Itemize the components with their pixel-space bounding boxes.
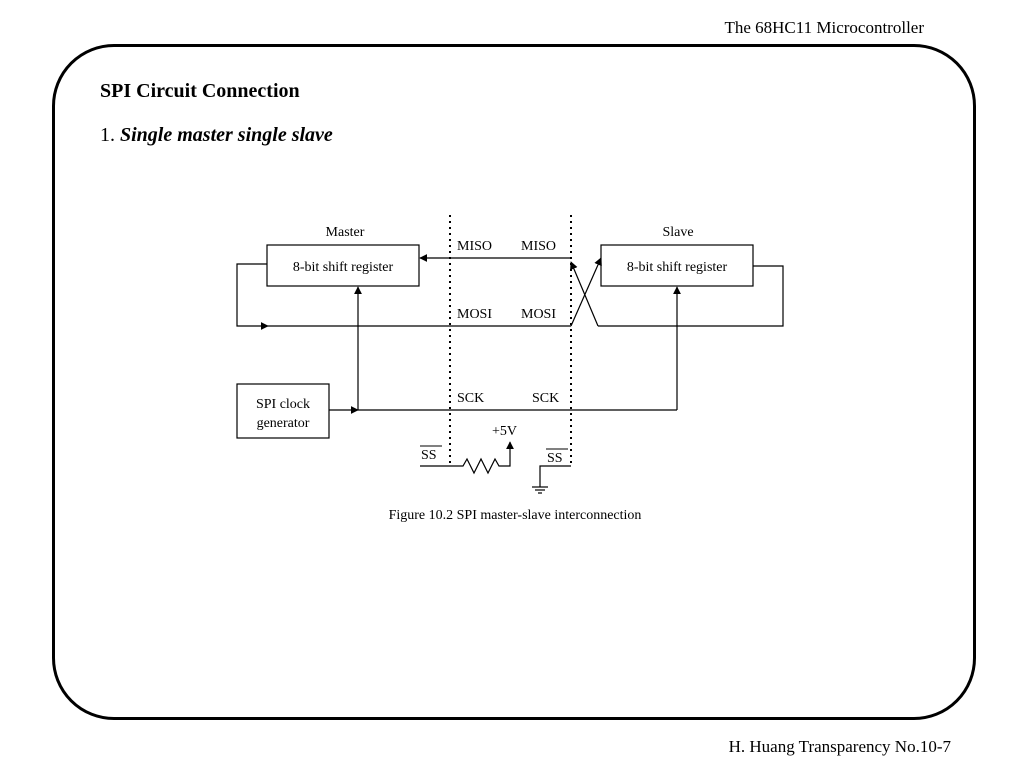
miso-slave-label: MISO — [521, 239, 556, 254]
subtitle-text: Single master single slave — [120, 124, 333, 146]
mosi-cross-to-slave-input — [570, 257, 602, 327]
mosi-master-label: MOSI — [457, 307, 492, 322]
slave-register-label: 8-bit shift register — [627, 260, 728, 275]
subtitle-number: 1. — [100, 124, 115, 146]
sck-master-label: SCK — [457, 391, 484, 406]
clock-label-line1: SPI clock — [256, 397, 310, 412]
slave-output-cross — [570, 261, 599, 327]
master-output-loop — [236, 263, 269, 330]
header-title: The 68HC11 Microcontroller — [724, 18, 924, 37]
slave-label: Slave — [662, 225, 693, 240]
ss-slave-wire — [539, 465, 571, 487]
ss-slave-label: SS — [547, 451, 563, 466]
figure-caption: Figure 10.2 SPI master-slave interconnec… — [389, 508, 642, 523]
pullup-resistor — [420, 441, 514, 475]
ss-master-label: SS — [421, 448, 437, 463]
sck-slave-label: SCK — [532, 391, 559, 406]
spi-clock-generator-box — [236, 383, 330, 439]
master-register-label: 8-bit shift register — [293, 260, 394, 275]
footer-text: H. Huang Transparency No.10-7 — [728, 737, 951, 756]
slide-subtitle: 1. Single master single slave — [100, 124, 333, 147]
mosi-slave-label: MOSI — [521, 307, 556, 322]
master-label: Master — [326, 225, 365, 240]
master-shift-register-box — [266, 244, 420, 287]
slave-output-loop — [598, 265, 784, 327]
miso-master-label: MISO — [457, 239, 492, 254]
slide-frame — [52, 44, 976, 720]
ground-icon — [532, 486, 548, 494]
vcc-label: +5V — [492, 424, 517, 439]
slide-title: SPI Circuit Connection — [100, 80, 300, 102]
slave-shift-register-box — [600, 244, 754, 287]
clock-label-line2: generator — [257, 416, 310, 431]
